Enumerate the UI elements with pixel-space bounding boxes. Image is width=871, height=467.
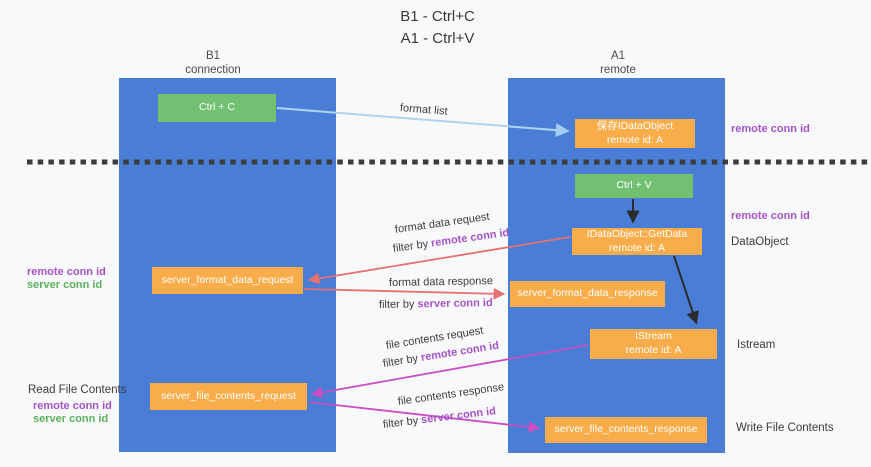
istream-line2: remote id: A	[625, 344, 682, 356]
column-a1-name: A1	[610, 50, 626, 62]
getdata-node: IDataObject::GetData remote id: A	[572, 228, 702, 255]
dataobject-annotation: DataObject	[731, 236, 789, 248]
server-conn-id-label: server conn id	[27, 279, 103, 291]
title-line-2: A1 - Ctrl+V	[400, 29, 475, 47]
ctrl-c-node: Ctrl + C	[158, 94, 276, 122]
format-data-response-label: format data response	[388, 275, 494, 289]
left-conn-id-annotation-bottom: remote conn id server conn id	[33, 400, 112, 426]
filter-prefix: filter by	[382, 414, 419, 431]
server-file-contents-response-node: server_file_contents_response	[545, 417, 707, 443]
remote-conn-id-label: remote conn id	[33, 400, 112, 412]
write-file-contents-annotation: Write File Contents	[736, 422, 834, 434]
left-conn-id-annotation-top: remote conn id server conn id	[27, 266, 106, 292]
remote-conn-id-annotation-mid: remote conn id	[731, 210, 810, 222]
format-list-label: format list	[399, 102, 449, 118]
server-file-contents-request-node: server_file_contents_request	[150, 383, 307, 410]
istream-node: IStream remote id: A	[590, 329, 717, 359]
server-format-data-response-node: server_format_data_response	[510, 281, 665, 307]
istream-annotation: Istream	[737, 339, 776, 351]
read-file-contents-annotation: Read File Contents	[28, 384, 127, 396]
filter-prefix: filter by	[392, 238, 429, 255]
getdata-line2: remote id: A	[608, 241, 666, 254]
server-file-contents-response-label: server_file_contents_response	[554, 423, 698, 436]
server-format-data-request-node: server_format_data_request	[152, 267, 303, 294]
diagram-title: B1 - Ctrl+C A1 - Ctrl+V	[350, 6, 525, 50]
file-contents-response-label: file contents response	[397, 381, 505, 408]
column-b1-subtitle: connection	[185, 63, 241, 76]
filter-id: server conn id	[420, 405, 497, 427]
server-file-contents-request-label: server_file_contents_request	[161, 389, 296, 402]
server-format-data-response-label: server_format_data_response	[517, 287, 658, 300]
ctrl-c-label: Ctrl + C	[199, 101, 235, 114]
ctrl-v-label: Ctrl + V	[616, 179, 652, 192]
filter-prefix: filter by	[378, 298, 415, 311]
remote-conn-id-label: remote conn id	[27, 266, 106, 278]
istream-line1: IStream	[635, 330, 672, 343]
server-format-data-request-label: server_format_data_request	[161, 273, 294, 286]
filter-id: server conn id	[417, 297, 493, 311]
filter-prefix: filter by	[382, 352, 419, 370]
save-dataobject-line1: 保存IDataObject	[596, 119, 674, 132]
title-line-1: B1 - Ctrl+C	[400, 8, 475, 25]
filter-id: remote conn id	[430, 226, 511, 250]
column-header-a1: A1 remote	[600, 50, 636, 78]
server-conn-id-label: server conn id	[33, 413, 109, 425]
remote-conn-id-annotation-top: remote conn id	[731, 123, 810, 135]
save-dataobject-line2: remote id: A	[606, 133, 664, 146]
column-header-b1: B1 connection	[185, 50, 241, 78]
getdata-line1: IDataObject::GetData	[586, 227, 688, 240]
save-dataobject-node: 保存IDataObject remote id: A	[575, 119, 695, 148]
ctrl-v-node: Ctrl + V	[575, 174, 693, 198]
column-b1-name: B1	[205, 50, 221, 62]
column-a1-subtitle: remote	[600, 63, 636, 76]
